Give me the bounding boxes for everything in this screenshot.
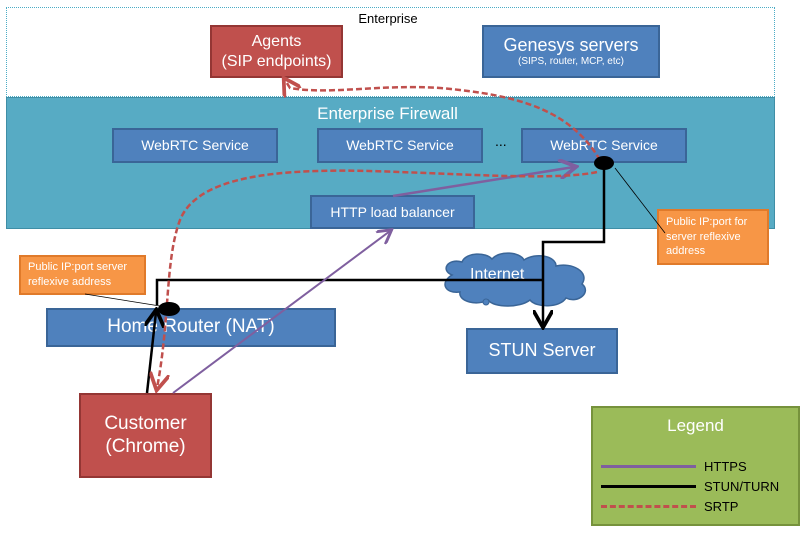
agents-box: Agents (SIP endpoints) [210, 25, 343, 78]
enterprise-zone [6, 7, 775, 97]
legend-label: HTTPS [704, 459, 747, 474]
stun-line-server [543, 165, 606, 325]
note-pointer-left [84, 293, 161, 307]
firewall-title: Enterprise Firewall [317, 104, 458, 123]
genesys-subtitle: (SIPS, router, MCP, etc) [518, 56, 624, 68]
customer-box: Customer (Chrome) [79, 393, 212, 478]
webrtc-service-2: WebRTC Service [317, 128, 483, 163]
srtp-line-customer [157, 169, 598, 388]
srtp-swatch [601, 505, 696, 508]
enterprise-label: Enterprise [358, 11, 418, 26]
genesys-servers-box: Genesys servers (SIPS, router, MCP, etc) [482, 25, 660, 78]
ellipsis: ... [495, 133, 507, 149]
https-line-lb [392, 167, 574, 198]
agents-line1: Agents [251, 33, 302, 51]
genesys-title: Genesys servers [503, 34, 639, 55]
https-swatch [601, 465, 696, 468]
customer-line1: Customer [104, 412, 187, 434]
legend-title: Legend [667, 416, 724, 435]
cloud-puff-icon [482, 298, 490, 306]
legend-label: SRTP [704, 499, 739, 514]
webrtc-service-1: WebRTC Service [112, 128, 278, 163]
legend-item-https: HTTPS [601, 459, 747, 474]
stun-server-box: STUN Server [466, 328, 618, 374]
server-reflexive-note: Public IP:port for server reflexive addr… [657, 209, 769, 265]
legend: Legend HTTPS STUN/TURN SRTP [591, 406, 800, 526]
stun-swatch [601, 485, 696, 488]
home-router-box: Home Router (NAT) [46, 308, 336, 347]
agents-line2: (SIP endpoints) [221, 52, 332, 70]
note-pointer-right [614, 167, 666, 234]
srtp-line-agents [285, 80, 602, 161]
https-line-customer [172, 231, 390, 394]
server-reflexive-point [594, 156, 614, 170]
legend-item-stun: STUN/TURN [601, 479, 779, 494]
stun-line-customer [147, 312, 156, 394]
client-reflexive-note: Public IP:port server reflexive address [19, 255, 146, 295]
stun-line-client [155, 278, 543, 305]
legend-item-srtp: SRTP [601, 499, 738, 514]
legend-label: STUN/TURN [704, 479, 780, 494]
customer-line2: (Chrome) [105, 435, 186, 457]
client-reflexive-point [158, 302, 180, 316]
